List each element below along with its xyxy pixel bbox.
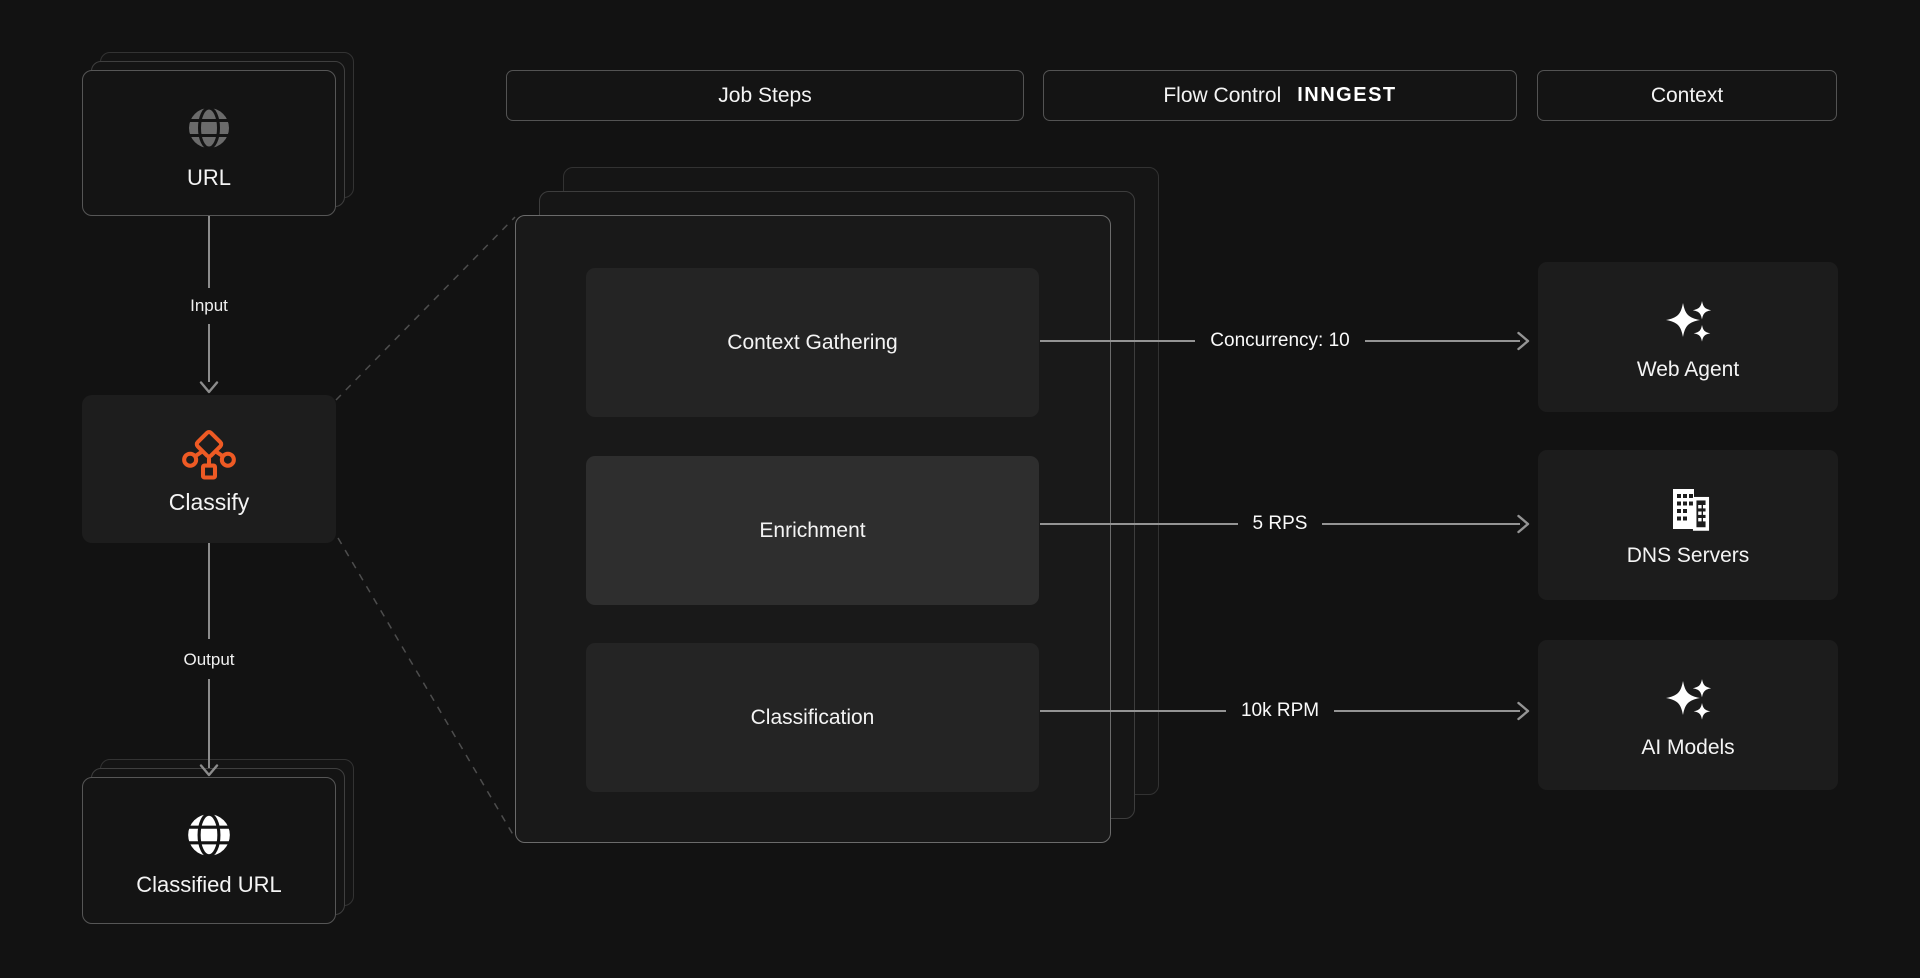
job-steps-header-label: Job Steps	[718, 83, 812, 107]
edge-line	[1040, 340, 1196, 342]
edge-line	[1040, 523, 1238, 525]
context-header-label: Context	[1650, 83, 1724, 107]
service-dns-servers: DNS Servers	[1538, 450, 1838, 600]
edge-label: 5 RPS	[1252, 513, 1308, 534]
step-label: Enrichment	[759, 518, 866, 542]
arrowhead-down-icon	[199, 764, 219, 777]
edge-line	[1322, 523, 1521, 525]
step-label: Context Gathering	[727, 330, 898, 354]
step-label: Classification	[750, 705, 875, 729]
service-web-agent: Web Agent	[1538, 262, 1838, 412]
step-context-gathering: Context Gathering	[586, 268, 1039, 417]
globe-icon	[188, 812, 230, 858]
input-edge-line	[208, 324, 210, 382]
input-edge-label: Input	[190, 296, 228, 315]
edge-label: Concurrency: 10	[1210, 330, 1350, 351]
edge-label: 10k RPM	[1240, 700, 1320, 721]
arrowhead-right-icon	[1517, 331, 1530, 351]
building-icon	[1673, 488, 1710, 531]
output-edge-label: Output	[183, 650, 235, 669]
edge-line	[1334, 710, 1521, 712]
flow-edge-concurrency: Concurrency: 10	[1040, 329, 1530, 353]
url-node-label: URL	[186, 165, 231, 190]
globe-icon	[189, 106, 229, 150]
classify-node-card	[82, 395, 336, 543]
output-edge-line	[208, 543, 210, 639]
arrowhead-right-icon	[1517, 514, 1530, 534]
input-edge-line	[208, 216, 210, 288]
sparkles-icon	[1666, 300, 1712, 342]
edge-line	[1040, 710, 1226, 712]
context-header: Context	[1537, 70, 1837, 121]
arrowhead-right-icon	[1517, 701, 1530, 721]
flow-edge-rps: 5 RPS	[1040, 512, 1530, 536]
service-label: Web Agent	[1636, 357, 1740, 381]
step-classification: Classification	[586, 643, 1039, 792]
flow-edge-rpm: 10k RPM	[1040, 699, 1530, 723]
service-ai-models: AI Models	[1538, 640, 1838, 790]
inngest-logo: INNGEST	[1297, 84, 1397, 106]
workflow-classify-icon	[182, 430, 236, 480]
flow-control-header: Flow Control INNGEST	[1043, 70, 1517, 121]
step-enrichment: Enrichment	[586, 456, 1039, 605]
job-steps-header: Job Steps	[506, 70, 1024, 121]
arrowhead-down-icon	[199, 381, 219, 394]
classified-url-node-label: Classified URL	[136, 872, 282, 897]
service-label: AI Models	[1641, 735, 1735, 759]
output-edge-line	[208, 679, 210, 768]
classify-node-label: Classify	[168, 489, 250, 515]
sparkles-icon	[1666, 678, 1712, 720]
service-label: DNS Servers	[1626, 543, 1750, 567]
edge-line	[1364, 340, 1520, 342]
flow-control-header-label: Flow Control	[1163, 83, 1282, 107]
